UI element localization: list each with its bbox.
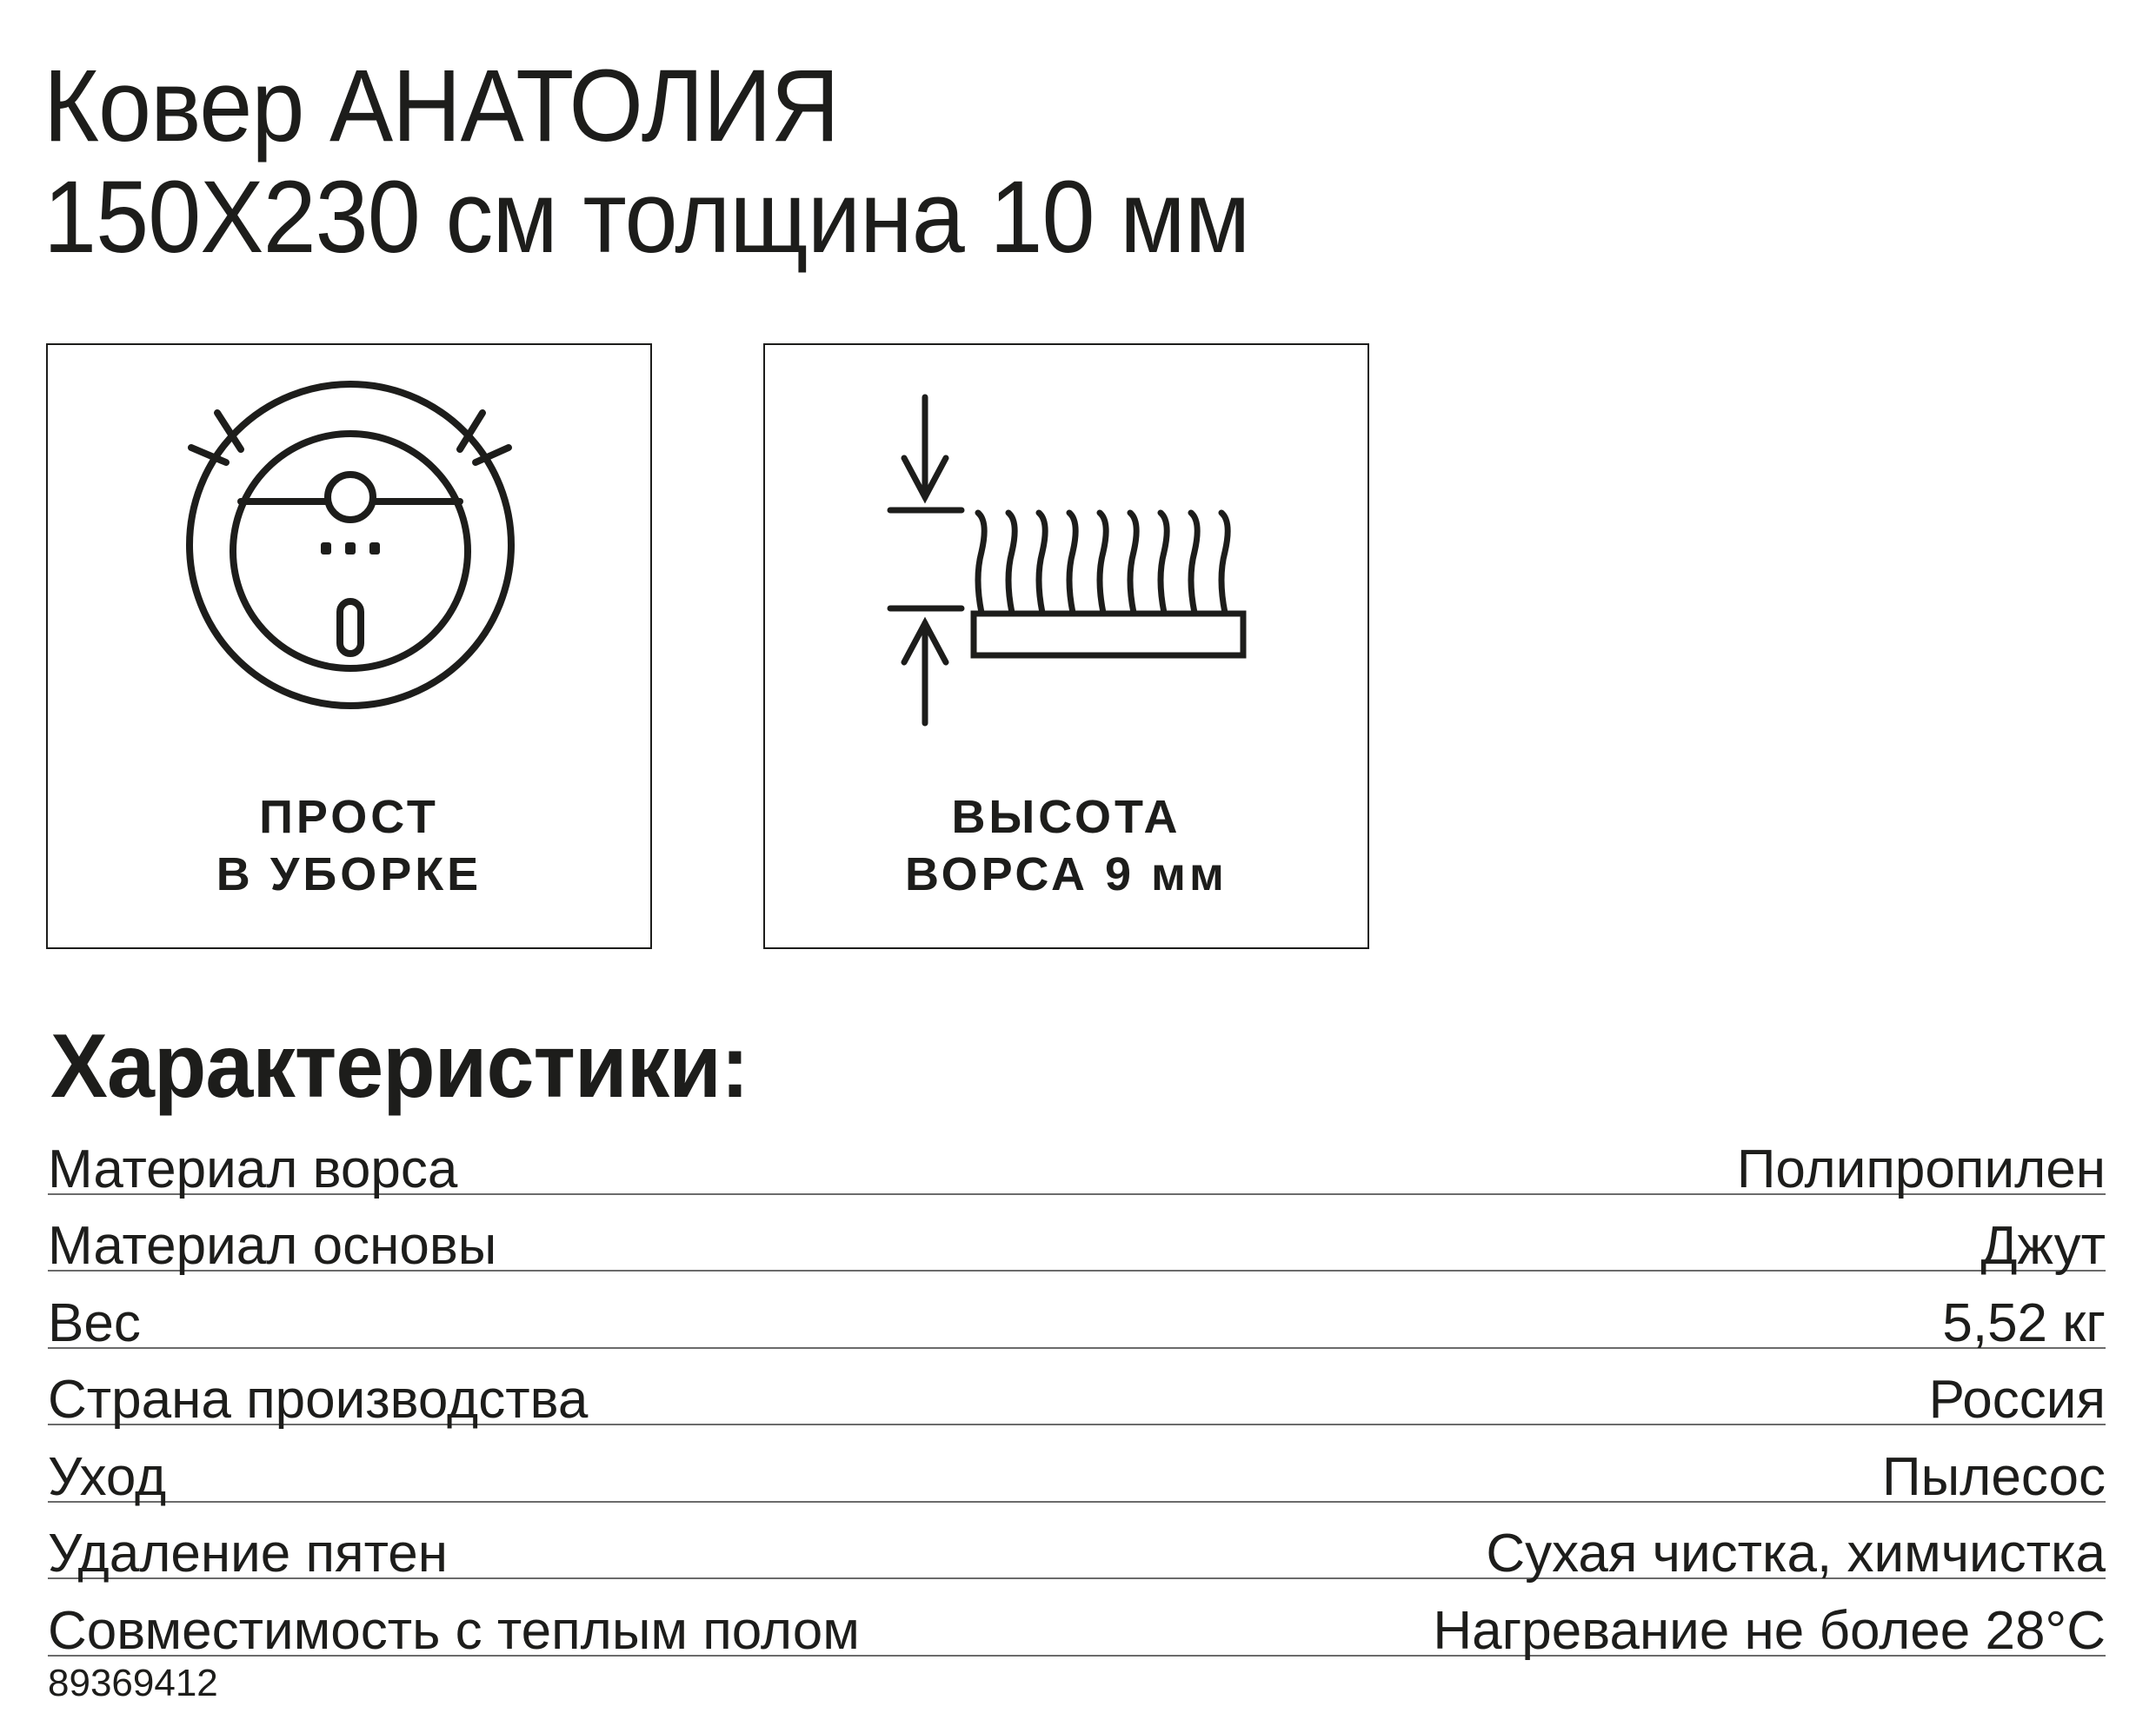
robot-vacuum-icon bbox=[186, 381, 515, 709]
spec-row: Вес 5,52 кг bbox=[48, 1272, 2106, 1353]
spec-value: Джут bbox=[1980, 1216, 2106, 1276]
spec-label: Уход bbox=[48, 1446, 167, 1507]
spec-row: Уход Пылесос bbox=[48, 1425, 2106, 1507]
spec-label: Материал ворса bbox=[48, 1139, 458, 1199]
spec-value: 5,52 кг bbox=[1942, 1292, 2106, 1353]
feature-card-pile-height: ВЫСОТА ВОРСА 9 мм bbox=[763, 343, 1369, 949]
spec-row: Страна производства Россия bbox=[48, 1349, 2106, 1430]
feature-label: ВЫСОТА ВОРСА 9 мм bbox=[905, 791, 1228, 900]
specs-heading: Характеристики: bbox=[50, 1016, 749, 1117]
product-title: Ковер АНАТОЛИЯ 150X230 см толщина 10 мм bbox=[43, 49, 1250, 275]
specs-table: Материал ворса Полипропилен Материал осн… bbox=[48, 1118, 2106, 1661]
product-title-line1: Ковер АНАТОЛИЯ bbox=[43, 49, 840, 163]
spec-value: Нагревание не более 28°C bbox=[1433, 1600, 2106, 1661]
spec-label: Вес bbox=[48, 1292, 141, 1353]
spec-label: Материал основы bbox=[48, 1216, 497, 1276]
article-code: 89369412 bbox=[48, 1662, 218, 1704]
spec-value: Пылесос bbox=[1882, 1446, 2106, 1507]
spec-value: Полипропилен bbox=[1736, 1139, 2106, 1199]
spec-row: Материал ворса Полипропилен bbox=[48, 1118, 2106, 1199]
spec-row: Удаление пятен Сухая чистка, химчистка bbox=[48, 1503, 2106, 1584]
feature-label: ПРОСТ В УБОРКЕ bbox=[216, 791, 482, 900]
spec-row: Совместимость с теплым полом Нагревание … bbox=[48, 1579, 2106, 1661]
feature-card-easy-cleaning: ПРОСТ В УБОРКЕ bbox=[46, 343, 652, 949]
spec-label: Совместимость с теплым полом bbox=[48, 1600, 860, 1661]
spec-value: Сухая чистка, химчистка bbox=[1486, 1524, 2106, 1584]
spec-row: Материал основы Джут bbox=[48, 1195, 2106, 1276]
product-title-line2: 150X230 см толщина 10 мм bbox=[43, 160, 1250, 275]
spec-value: Россия bbox=[1928, 1370, 2106, 1430]
pile-height-icon bbox=[887, 394, 1247, 727]
spec-label: Удаление пятен bbox=[48, 1524, 449, 1584]
spec-label: Страна производства bbox=[48, 1370, 589, 1430]
